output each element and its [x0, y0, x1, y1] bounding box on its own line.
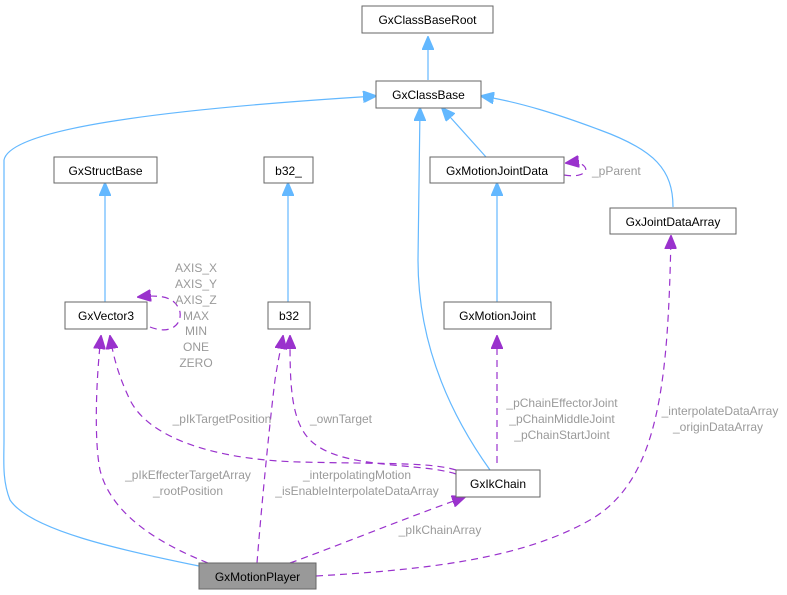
node-gxvector3[interactable]: GxVector3	[64, 301, 148, 330]
b32-to-player-labels: _interpolatingMotion _isEnableInterpolat…	[274, 468, 438, 498]
label-min: MIN	[185, 324, 207, 338]
node-gxmotionjoint[interactable]: GxMotionJoint	[443, 301, 552, 330]
node-label: GxJointDataArray	[626, 215, 721, 229]
label-axis-x: AXIS_X	[175, 261, 217, 275]
label-axis-y: AXIS_Y	[175, 277, 217, 291]
edge-ikchain-to-classbase	[418, 108, 491, 471]
label-zero: ZERO	[179, 356, 212, 370]
label-pchain-effector-joint: _pChainEffectorJoint	[505, 396, 618, 410]
node-label: GxIkChain	[470, 477, 526, 491]
node-label: b32_	[275, 164, 302, 178]
edge-vec3-self	[138, 296, 181, 331]
label-pchain-start-joint: _pChainStartJoint	[513, 428, 610, 442]
node-label: GxVector3	[78, 309, 134, 323]
node-label: b32	[279, 309, 299, 323]
node-gxstructbase[interactable]: GxStructBase	[53, 156, 158, 184]
label-own-target: _ownTarget	[309, 412, 373, 426]
edge-player-to-b32	[256, 336, 283, 564]
node-gxmotionplayer[interactable]: GxMotionPlayer	[198, 562, 317, 590]
node-gxmotionjointdata[interactable]: GxMotionJointData	[429, 156, 565, 184]
mj-to-ik-labels: _pChainEffectorJoint _pChainMiddleJoint …	[505, 396, 618, 442]
node-gxclassbase[interactable]: GxClassBase	[375, 80, 482, 109]
edge-ik-to-vec3	[110, 336, 457, 471]
node-gxjointdataarray[interactable]: GxJointDataArray	[609, 207, 737, 235]
node-label: GxClassBase	[392, 88, 465, 102]
label-one: ONE	[183, 340, 209, 354]
node-b32-underscore[interactable]: b32_	[263, 156, 314, 184]
edge-player-to-jda	[315, 236, 671, 577]
node-label: GxMotionJointData	[446, 164, 548, 178]
label-root-position: _rootPosition	[152, 484, 223, 498]
label-is-enable-interpolate-data-array: _isEnableInterpolateDataArray	[274, 484, 438, 498]
label-interpolate-data-array: _interpolateDataArray	[661, 404, 779, 418]
node-gxclassbaseroot[interactable]: GxClassBaseRoot	[361, 5, 494, 34]
edge-ik-to-b32	[290, 336, 457, 475]
node-gxikchain[interactable]: GxIkChain	[455, 469, 541, 498]
label-pik-target-position: _pIkTargetPosition	[172, 412, 272, 426]
vec3-to-player-labels: _pIkEffecterTargetArray _rootPosition	[124, 468, 251, 498]
label-pparent: _pParent	[591, 164, 641, 178]
label-pik-chain-array: _pIkChainArray	[398, 523, 482, 537]
label-pik-effecter-target-array: _pIkEffecterTargetArray	[124, 468, 251, 482]
label-interpolating-motion: _interpolatingMotion	[302, 468, 411, 482]
edge-mjd-self	[563, 162, 587, 177]
node-label: GxStructBase	[68, 164, 142, 178]
edge-mjd-to-classbase	[442, 108, 487, 158]
edge-player-to-ik	[289, 497, 465, 564]
node-label: GxMotionJoint	[459, 309, 536, 323]
jda-to-player-labels: _interpolateDataArray _originDataArray	[661, 404, 779, 434]
node-b32[interactable]: b32	[267, 301, 311, 330]
edge-player-to-classbase	[3, 96, 376, 567]
node-label: GxClassBaseRoot	[378, 13, 477, 27]
label-pchain-middle-joint: _pChainMiddleJoint	[508, 412, 615, 426]
label-origin-data-array: _originDataArray	[672, 420, 763, 434]
node-label: GxMotionPlayer	[215, 570, 300, 584]
vec3-self-labels: AXIS_X AXIS_Y AXIS_Z MAX MIN ONE ZERO	[175, 261, 217, 370]
label-axis-z: AXIS_Z	[175, 293, 216, 307]
label-max: MAX	[183, 309, 209, 323]
edge-player-to-vec3-a	[96, 336, 209, 564]
edge-jda-to-classbase	[481, 96, 674, 208]
